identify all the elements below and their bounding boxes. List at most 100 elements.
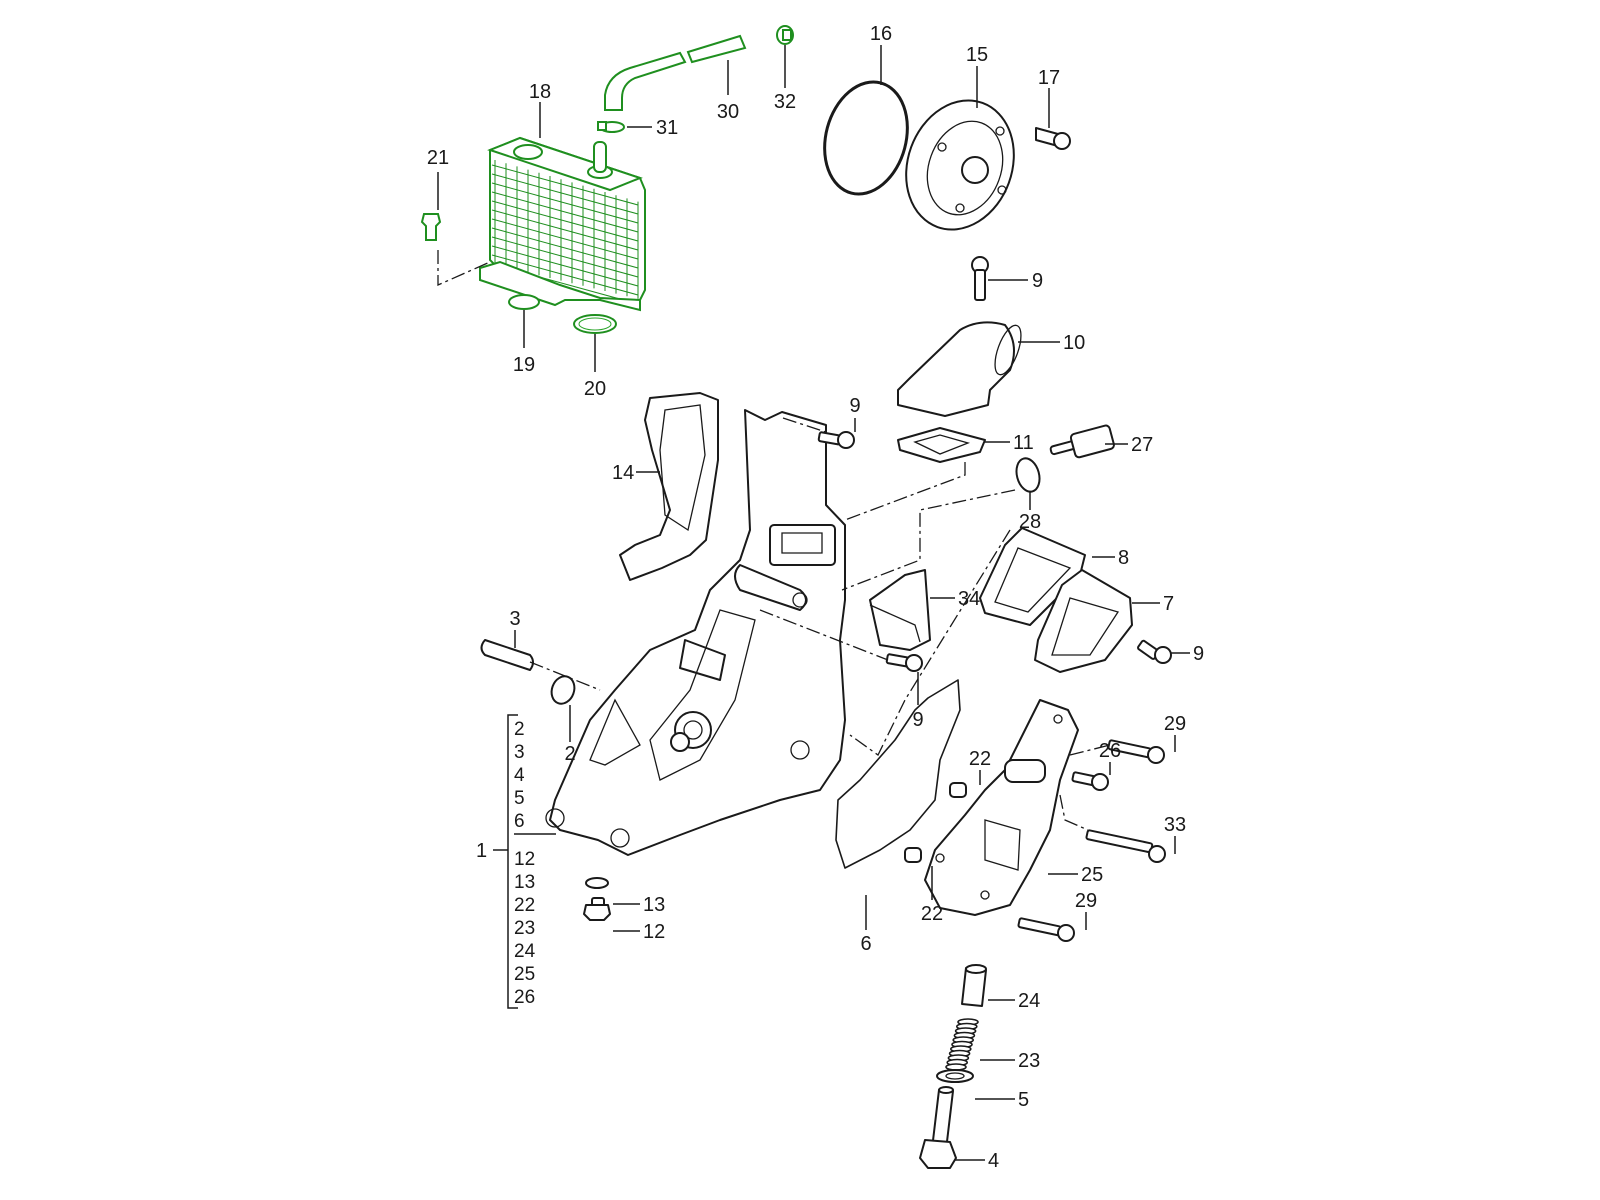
callout-33[interactable]: 33: [1164, 814, 1186, 836]
cooler-fin-line: [491, 209, 639, 251]
bolt-part-9-center[interactable]: [885, 653, 923, 672]
callout-14[interactable]: 14: [612, 462, 634, 484]
cooler-fin-line: [491, 254, 639, 296]
clamp-part-32[interactable]: [776, 25, 794, 45]
assembly-line-7: [849, 529, 1011, 756]
cover-part-15[interactable]: [889, 85, 1032, 245]
callout-9-upper[interactable]: 9: [849, 395, 860, 417]
cooler-fin-line: [491, 191, 639, 233]
callout-6[interactable]: 6: [860, 933, 871, 955]
assembly-item: 12: [514, 849, 535, 870]
callout-34[interactable]: 34: [958, 588, 980, 610]
cooler-fin-line: [491, 245, 639, 287]
callout-13[interactable]: 13: [643, 894, 665, 916]
bracket-part-34[interactable]: [869, 569, 931, 651]
callout-2[interactable]: 2: [564, 743, 575, 765]
callout-32[interactable]: 32: [774, 91, 796, 113]
callout-22-upper[interactable]: 22: [969, 748, 991, 770]
bushing-part-22-upper[interactable]: [949, 782, 967, 798]
washer-part-5[interactable]: [936, 1069, 974, 1083]
callout-31[interactable]: 31: [656, 117, 678, 139]
plug-part-4[interactable]: [919, 1086, 957, 1169]
callout-4[interactable]: 4: [988, 1150, 999, 1172]
callout-20[interactable]: 20: [584, 378, 606, 400]
cooler-fin-line: [491, 200, 639, 242]
bolt-part-17[interactable]: [1035, 127, 1071, 150]
assembly-item: 5: [514, 788, 525, 809]
callout-28[interactable]: 28: [1019, 511, 1041, 533]
callout-22-lower[interactable]: 22: [921, 903, 943, 925]
sensor-part-27[interactable]: [1049, 424, 1115, 459]
callout-3[interactable]: 3: [509, 608, 520, 630]
callout-16[interactable]: 16: [870, 23, 892, 45]
piston-part-24[interactable]: [961, 964, 987, 1007]
callout-15[interactable]: 15: [966, 44, 988, 66]
bolt-part-29-lower[interactable]: [1017, 917, 1075, 942]
housing-part-10[interactable]: [897, 321, 1026, 417]
oil-cooler-part-18[interactable]: [479, 136, 646, 312]
cooler-fin-line: [491, 164, 639, 206]
seal-ring-part-13[interactable]: [585, 877, 609, 889]
callout-23[interactable]: 23: [1018, 1050, 1040, 1072]
callout-9-center[interactable]: 9: [912, 709, 923, 731]
bolt-part-29-upper[interactable]: [1107, 739, 1165, 764]
cooler-fin-line: [491, 236, 639, 278]
callout-25[interactable]: 25: [1081, 864, 1103, 886]
callout-24[interactable]: 24: [1018, 990, 1040, 1012]
callout-7[interactable]: 7: [1163, 593, 1174, 615]
callout-11[interactable]: 11: [1013, 432, 1034, 454]
callout-27[interactable]: 27: [1131, 434, 1153, 456]
bolt-part-26[interactable]: [1071, 771, 1109, 791]
assembly-item: 4: [514, 765, 525, 786]
o-ring-part-19[interactable]: [508, 294, 540, 310]
leader-lines: [437, 45, 1190, 1161]
cooler-fin-line: [491, 173, 639, 215]
callout-9-top[interactable]: 9: [1032, 270, 1043, 292]
assembly-line-9-center: [759, 609, 889, 661]
assembly-number[interactable]: 1: [476, 840, 487, 862]
o-ring-part-2[interactable]: [548, 673, 578, 707]
assembly-line-28: [841, 489, 1016, 591]
callout-5[interactable]: 5: [1018, 1089, 1029, 1111]
callout-8[interactable]: 8: [1118, 547, 1129, 569]
pump-housing[interactable]: [545, 409, 846, 856]
cooler-fin-line: [491, 227, 639, 269]
dowel-part-3[interactable]: [480, 639, 534, 671]
callout-29-lower[interactable]: 29: [1075, 890, 1097, 912]
bolt-part-33[interactable]: [1085, 829, 1166, 863]
callout-19[interactable]: 19: [513, 354, 535, 376]
callout-10[interactable]: 10: [1063, 332, 1085, 354]
flange-part-7[interactable]: [1034, 569, 1133, 673]
cooler-fin-line: [491, 218, 639, 260]
gasket-part-14[interactable]: [619, 392, 719, 581]
assembly-contents-lower: 12 13 22 23 24 25 26: [514, 849, 536, 1008]
bolt-part-21[interactable]: [420, 213, 442, 241]
pump-body-part-25[interactable]: [924, 699, 1079, 916]
callout-30[interactable]: 30: [717, 101, 739, 123]
seal-ring-part-20[interactable]: [573, 314, 617, 334]
bushing-part-22-lower[interactable]: [904, 847, 922, 863]
callout-9-right[interactable]: 9: [1193, 643, 1204, 665]
callout-21[interactable]: 21: [427, 147, 449, 169]
clamp-part-31[interactable]: [597, 121, 625, 133]
gasket-part-6[interactable]: [835, 679, 961, 869]
callout-12[interactable]: 12: [643, 921, 665, 943]
callout-18[interactable]: 18: [529, 81, 551, 103]
bolt-part-9-top[interactable]: [971, 256, 989, 301]
bolt-part-9-right[interactable]: [1137, 639, 1172, 664]
assembly-line-33: [1059, 794, 1089, 831]
callout-29-upper[interactable]: 29: [1164, 713, 1186, 735]
gasket-part-11[interactable]: [897, 427, 986, 463]
callout-26[interactable]: 26: [1099, 740, 1121, 762]
assembly-item: 13: [514, 872, 535, 893]
o-ring-part-16[interactable]: [813, 73, 920, 204]
plug-part-12[interactable]: [583, 897, 611, 921]
assembly-line-3: [529, 661, 601, 691]
spring-part-23[interactable]: [945, 1018, 979, 1071]
assembly-item: 24: [514, 941, 536, 962]
callout-labels: 18 21 19 20 30 31 32 16 15 17 9 10 9 11 …: [427, 23, 1204, 1172]
bolt-part-9-upper[interactable]: [817, 431, 855, 449]
callout-17[interactable]: 17: [1038, 67, 1060, 89]
o-ring-part-28[interactable]: [1013, 456, 1043, 495]
hose-part-30[interactable]: [604, 34, 747, 111]
